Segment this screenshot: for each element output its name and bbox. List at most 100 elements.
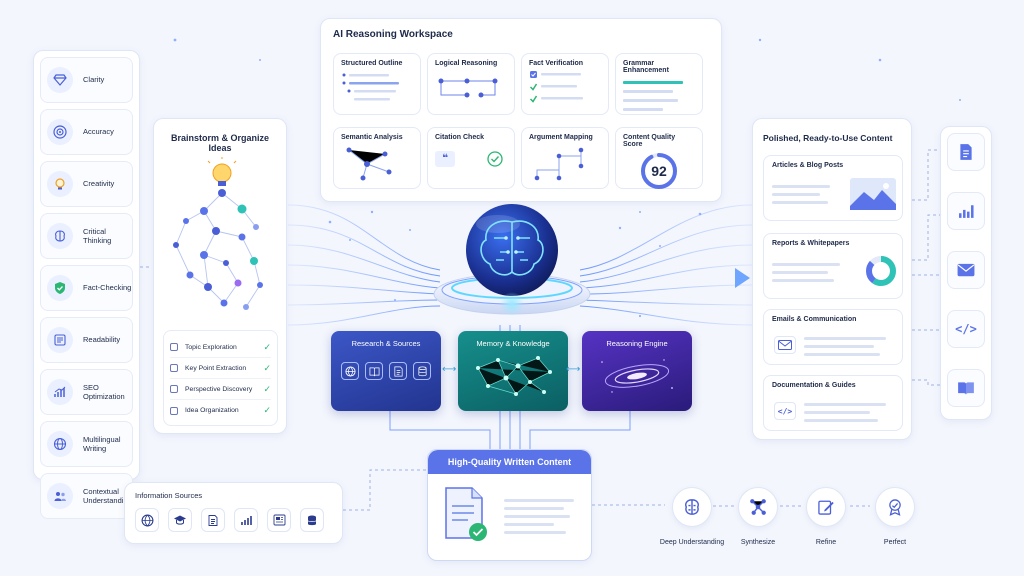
quote-icon: ❝: [435, 151, 455, 167]
document-icon[interactable]: [947, 133, 985, 171]
reasoning-workspace: AI Reasoning Workspace Structured Outlin…: [320, 18, 722, 202]
quality-item-critical-thinking[interactable]: Critical Thinking: [40, 213, 133, 259]
mail-icon[interactable]: [947, 251, 985, 289]
idea-node: [173, 189, 263, 310]
brain-icon: [47, 223, 73, 249]
graduation-cap-icon[interactable]: [168, 508, 192, 532]
ws-citation-check[interactable]: Citation Check ❝: [427, 127, 515, 189]
text-lines-icon: [47, 327, 73, 353]
brainstorm-title: Brainstorm & Organize Ideas: [170, 133, 270, 153]
checkbox[interactable]: [170, 385, 178, 393]
text-line: [804, 345, 874, 348]
people-icon: [47, 483, 73, 509]
brain-icon: [480, 220, 544, 276]
quality-item-accuracy[interactable]: Accuracy: [40, 109, 133, 155]
ai-brain-core: [433, 204, 591, 316]
code-icon[interactable]: </>: [947, 310, 985, 348]
grammar-illustration: [623, 81, 683, 111]
quality-item-readability[interactable]: Readability: [40, 317, 133, 363]
book-icon: [365, 362, 383, 380]
quality-label: SEO Optimization: [83, 382, 125, 401]
pipeline-step-understanding[interactable]: Deep Understanding: [652, 487, 732, 546]
bidirectional-arrow-icon: ⟷: [566, 364, 581, 375]
text-line: [804, 419, 878, 422]
content-card-articles[interactable]: Articles & Blog Posts: [763, 155, 903, 221]
content-card-documentation[interactable]: Documentation & Guides </>: [763, 375, 903, 431]
checkbox[interactable]: [170, 343, 178, 351]
output-card[interactable]: High-Quality Written Content: [427, 449, 592, 561]
quality-item-contextual[interactable]: Contextual Understanding: [40, 473, 133, 519]
content-card-emails[interactable]: Emails & Communication: [763, 309, 903, 365]
checklist-item[interactable]: Idea Organization ✓: [170, 400, 271, 421]
text-line: [772, 201, 828, 204]
bar-chart-icon[interactable]: [947, 192, 985, 230]
argument-tree-illustration: [534, 147, 584, 181]
checkbox[interactable]: [170, 406, 178, 415]
checkbox[interactable]: [170, 364, 178, 372]
ws-structured-outline[interactable]: Structured Outline: [333, 53, 421, 115]
brainstorm-panel: Brainstorm & Organize Ideas Topic Explor…: [153, 118, 287, 434]
globe-icon[interactable]: [135, 508, 159, 532]
ws-semantic-analysis[interactable]: Semantic Analysis: [333, 127, 421, 189]
award-icon: [875, 487, 915, 527]
checklist-item[interactable]: Perspective Discovery ✓: [170, 379, 271, 400]
image-thumbnail-icon: [850, 178, 896, 210]
quality-label: Accuracy: [83, 127, 114, 137]
mail-icon: [774, 336, 796, 354]
quality-item-multilingual[interactable]: Multilingual Writing: [40, 421, 133, 467]
quality-score-value: 92: [651, 163, 667, 179]
quality-label: Fact-Checking: [83, 283, 132, 293]
donut-chart-icon: [866, 256, 896, 286]
brain-icon: [672, 487, 712, 527]
pipeline-step-refine[interactable]: Refine: [786, 487, 866, 546]
ws-logical-reasoning[interactable]: Logical Reasoning: [427, 53, 515, 115]
bar-chart-icon[interactable]: [234, 508, 258, 532]
text-line: [504, 499, 574, 502]
checkmark-icon: ✓: [263, 341, 271, 352]
quality-label: Readability: [83, 335, 121, 345]
ws-grammar-enhancement[interactable]: Grammar Enhancement: [615, 53, 703, 115]
text-line: [804, 353, 880, 356]
semantic-graph-illustration: [346, 147, 392, 181]
content-card-reports[interactable]: Reports & Whitepapers: [763, 233, 903, 299]
checklist-item[interactable]: Key Point Extraction ✓: [170, 358, 271, 379]
quality-item-clarity[interactable]: Clarity: [40, 57, 133, 103]
database-icon[interactable]: [300, 508, 324, 532]
text-line: [504, 515, 570, 518]
pipeline-step-synthesize[interactable]: Synthesize: [718, 487, 798, 546]
checkmark-icon: ✓: [263, 362, 271, 373]
checkmark-icon: ✓: [263, 383, 271, 394]
output-title: High-Quality Written Content: [428, 450, 591, 474]
checkmark-icon: ✓: [263, 405, 271, 415]
pipeline-step-perfect[interactable]: Perfect: [855, 487, 935, 546]
arrow-right-icon: [735, 268, 750, 288]
quality-label: Multilingual Writing: [83, 434, 121, 453]
fact-check-illustration: [529, 71, 583, 103]
quality-item-seo[interactable]: SEO Optimization: [40, 369, 133, 415]
ws-argument-mapping[interactable]: Argument Mapping: [521, 127, 609, 189]
book-icon[interactable]: [947, 369, 985, 407]
text-line: [504, 507, 564, 510]
text-line: [772, 193, 820, 196]
information-sources-panel: Information Sources: [124, 482, 343, 544]
sources-title: Information Sources: [135, 491, 203, 500]
document-icon: [389, 362, 407, 380]
code-icon: </>: [774, 402, 796, 420]
newspaper-icon[interactable]: [267, 508, 291, 532]
network-icon: [738, 487, 778, 527]
galaxy-icon: [601, 359, 673, 393]
polished-content-panel: Polished, Ready-to-Use Content Articles …: [752, 118, 912, 440]
research-sources-panel[interactable]: Research & Sources: [331, 331, 441, 411]
ws-fact-verification[interactable]: Fact Verification: [521, 53, 609, 115]
idea-checklist: Topic Exploration ✓ Key Point Extraction…: [163, 330, 278, 426]
text-line: [772, 279, 834, 282]
quality-item-creativity[interactable]: Creativity: [40, 161, 133, 207]
reasoning-engine-panel[interactable]: Reasoning Engine: [582, 331, 692, 411]
document-icon[interactable]: [201, 508, 225, 532]
shield-check-icon: [47, 275, 73, 301]
ws-content-quality-score[interactable]: Content Quality Score 92: [615, 127, 703, 189]
quality-item-fact-checking[interactable]: Fact-Checking: [40, 265, 133, 311]
memory-knowledge-panel[interactable]: Memory & Knowledge: [458, 331, 568, 411]
checklist-item[interactable]: Topic Exploration ✓: [170, 337, 271, 358]
